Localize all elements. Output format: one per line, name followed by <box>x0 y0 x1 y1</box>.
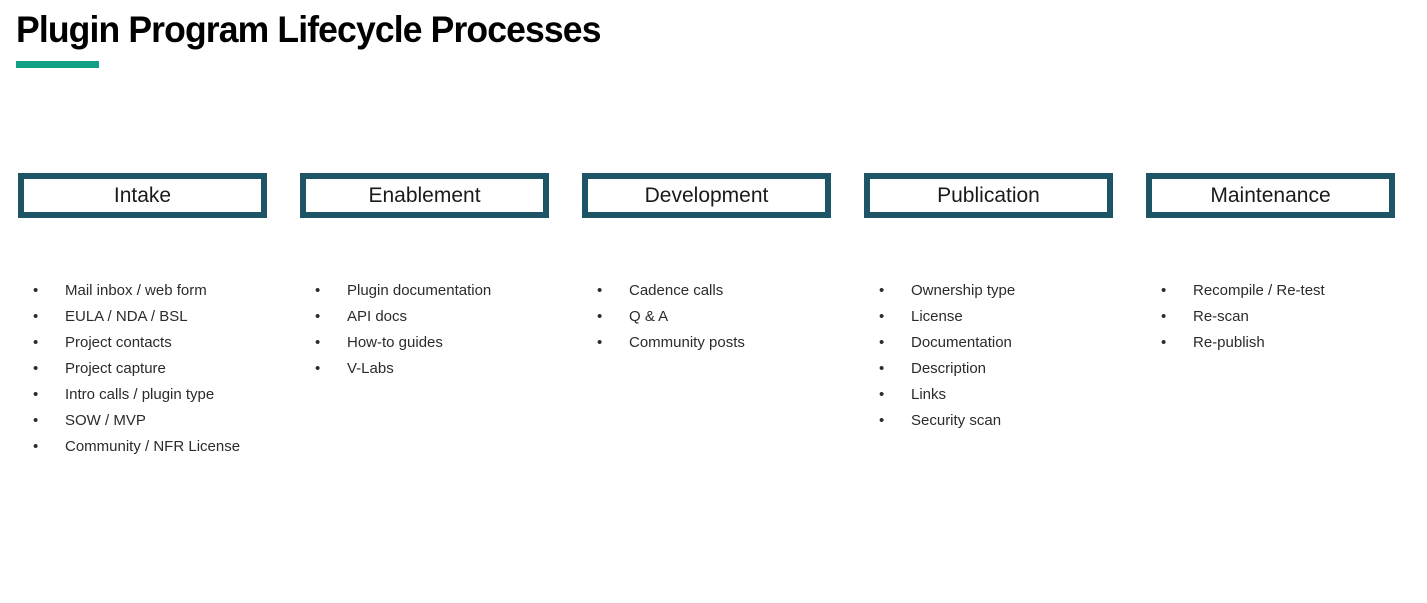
bullet-icon: • <box>33 282 39 299</box>
stage-header-label: Enablement <box>368 184 481 207</box>
bullet-icon: • <box>1161 308 1167 325</box>
stage-header-label: Publication <box>937 184 1040 207</box>
list-item-label: Security scan <box>911 412 1002 429</box>
bullet-icon: • <box>33 308 39 325</box>
stage-item-list: • Cadence calls • Q & A • Community posts <box>582 278 831 356</box>
list-item-label: Re-publish <box>1193 334 1265 351</box>
stage-header-label: Development <box>644 184 769 207</box>
list-item-label: Documentation <box>911 334 1012 351</box>
list-item-label: Project capture <box>65 360 166 377</box>
list-item-label: License <box>911 308 963 325</box>
list-item-label: Community posts <box>629 334 745 351</box>
list-item: • Project capture <box>18 356 267 382</box>
list-item-label: Mail inbox / web form <box>65 282 207 299</box>
list-item-label: Recompile / Re-test <box>1193 282 1325 299</box>
list-item: • SOW / MVP <box>18 408 267 434</box>
list-item-label: Ownership type <box>911 282 1016 299</box>
list-item: • Recompile / Re-test <box>1146 278 1395 304</box>
bullet-icon: • <box>315 334 321 351</box>
bullet-icon: • <box>33 334 39 351</box>
lifecycle-stage-row: Intake • Mail inbox / web form • EULA / NDA … <box>18 173 1396 460</box>
list-item: • License <box>864 304 1113 330</box>
list-item: • Cadence calls <box>582 278 831 304</box>
list-item: • Ownership type <box>864 278 1113 304</box>
list-item-label: Re-scan <box>1193 308 1249 325</box>
list-item-label: How-to guides <box>347 334 443 351</box>
stage-item-list: • Recompile / Re-test • Re-scan • Re-publish <box>1146 278 1395 356</box>
list-item: • Community / NFR License <box>18 434 267 460</box>
list-item-label: Links <box>911 386 947 403</box>
list-item-label: Q & A <box>629 308 669 325</box>
bullet-icon: • <box>33 360 39 377</box>
stage-column: Development • Cadence calls • Q & A • Communit… <box>582 173 831 460</box>
bullet-icon: • <box>315 308 321 325</box>
bullet-icon: • <box>879 334 885 351</box>
list-item: • How-to guides <box>300 330 549 356</box>
stage-header-enablement[interactable]: Enablement <box>300 173 549 218</box>
stage-item-list: •Mail inbox / web form•EULA / NDA / BSL•… <box>18 278 267 460</box>
list-item: • Mail inbox / web form <box>18 278 267 304</box>
stage-column: Publication • Ownership type • License • Docum… <box>864 173 1113 460</box>
list-item: • Links <box>864 382 1113 408</box>
list-item: • V-Labs <box>300 356 549 382</box>
list-item: • Community posts <box>582 330 831 356</box>
list-item-label: Community / NFR License <box>65 438 241 455</box>
list-item-label: Plugin documentation <box>347 282 492 299</box>
list-item: • Project contacts <box>18 330 267 356</box>
bullet-icon: • <box>315 282 321 299</box>
bullet-icon: • <box>33 438 39 455</box>
bullet-icon: • <box>33 412 39 429</box>
bullet-icon: • <box>315 360 321 377</box>
list-item-label: Cadence calls <box>629 282 724 299</box>
bullet-icon: • <box>597 282 603 299</box>
bullet-icon: • <box>879 386 885 403</box>
list-item-label: EULA / NDA / BSL <box>65 308 188 325</box>
list-item-label: V-Labs <box>347 360 394 377</box>
bullet-icon: • <box>597 308 603 325</box>
bullet-icon: • <box>597 334 603 351</box>
list-item: • Intro calls / plugin type <box>18 382 267 408</box>
bullet-icon: • <box>1161 334 1167 351</box>
list-item: • Plugin documentation <box>300 278 549 304</box>
list-item-label: API docs <box>347 308 408 325</box>
bullet-icon: • <box>879 412 885 429</box>
list-item: • Documentation <box>864 330 1113 356</box>
list-item: • EULA / NDA / BSL <box>18 304 267 330</box>
stage-item-list: • Ownership type • License • Documentation • De… <box>864 278 1113 434</box>
list-item: • Q & A <box>582 304 831 330</box>
list-item: • Re-publish <box>1146 330 1395 356</box>
title-accent-bar <box>16 61 99 68</box>
bullet-icon: • <box>33 386 39 403</box>
list-item: • API docs <box>300 304 549 330</box>
bullet-icon: • <box>879 360 885 377</box>
stage-column: Intake • Mail inbox / web form • EULA / NDA … <box>18 173 267 460</box>
list-item-label: Intro calls / plugin type <box>65 386 215 403</box>
list-item-label: Description <box>911 360 987 377</box>
stage-header-development[interactable]: Development <box>582 173 831 218</box>
list-item-label: SOW / MVP <box>65 412 146 429</box>
bullet-icon: • <box>879 308 885 325</box>
stage-header-label: Intake <box>113 184 172 207</box>
list-item: • Security scan <box>864 408 1113 434</box>
stage-header-intake[interactable]: Intake <box>18 173 267 218</box>
list-item-label: Project contacts <box>65 334 172 351</box>
stage-column: Maintenance•Recompile / Re-test•Re-scan•… <box>1146 173 1395 460</box>
title-block: Plugin Program Lifecycle Processes <box>16 8 625 68</box>
bullet-icon: • <box>1161 282 1167 299</box>
stage-header-publication[interactable]: Publication <box>864 173 1113 218</box>
stage-item-list: • Plugin documentation • API docs • How-to gu… <box>300 278 549 382</box>
stage-header-maintenance[interactable]: Maintenance <box>1146 173 1395 218</box>
bullet-icon: • <box>879 282 885 299</box>
stage-header-label: Maintenance <box>1210 184 1331 207</box>
page-title: Plugin Program Lifecycle Processes <box>16 9 601 50</box>
list-item: • Re-scan <box>1146 304 1395 330</box>
list-item: • Description <box>864 356 1113 382</box>
stage-column: Enablement • Plugin documentation • API docs… <box>300 173 549 460</box>
